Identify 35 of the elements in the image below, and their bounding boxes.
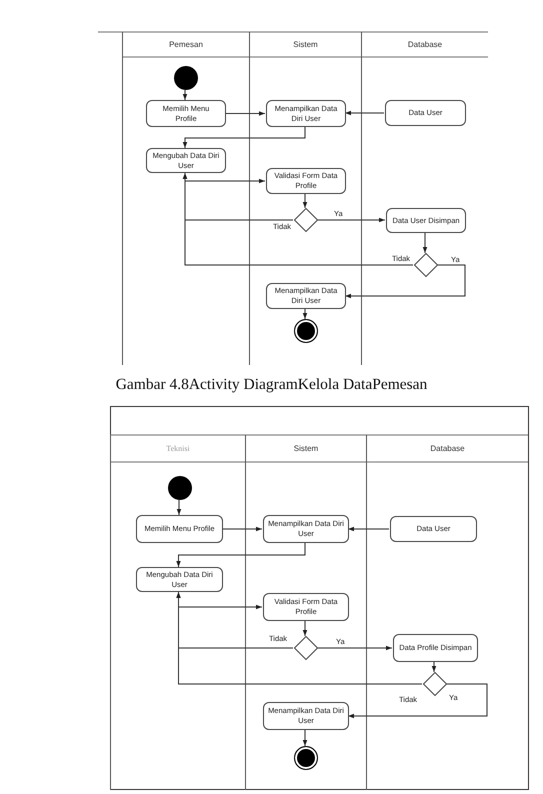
end-node <box>294 319 318 343</box>
arrow <box>302 620 308 636</box>
arrow <box>182 126 306 148</box>
start-node <box>168 476 192 500</box>
arrow <box>224 111 266 116</box>
arrow <box>176 500 182 516</box>
arrow <box>422 232 428 254</box>
arrow <box>176 542 306 568</box>
lane-heading: Pemesan <box>168 39 204 51</box>
decision-diamond <box>294 208 318 232</box>
arrow <box>302 308 308 320</box>
lane-heading: Database <box>429 443 466 455</box>
arrow <box>302 730 308 746</box>
arrow <box>316 646 392 650</box>
decision-diamond <box>414 253 438 277</box>
arrow <box>182 90 188 100</box>
decision-diamond <box>423 672 447 696</box>
lane-heading: Database <box>406 39 444 51</box>
arrow <box>182 172 414 266</box>
arrow <box>176 592 422 684</box>
lane-heading: Sistem <box>292 443 320 455</box>
figure-caption: Gambar 4.8Activity DiagramKelola DataPemesan <box>114 376 428 394</box>
arrow <box>316 218 386 222</box>
arrow <box>344 264 466 298</box>
arrow <box>222 526 262 532</box>
arrow <box>348 526 390 532</box>
arrow <box>348 684 488 718</box>
decision-diamond <box>294 636 318 660</box>
start-node <box>174 66 198 90</box>
end-node <box>294 746 318 770</box>
arrow <box>344 110 384 116</box>
arrow <box>302 194 308 208</box>
lane-heading: Sistem <box>292 39 319 51</box>
arrow <box>432 662 436 672</box>
lane-heading: Teknisi <box>165 443 191 455</box>
